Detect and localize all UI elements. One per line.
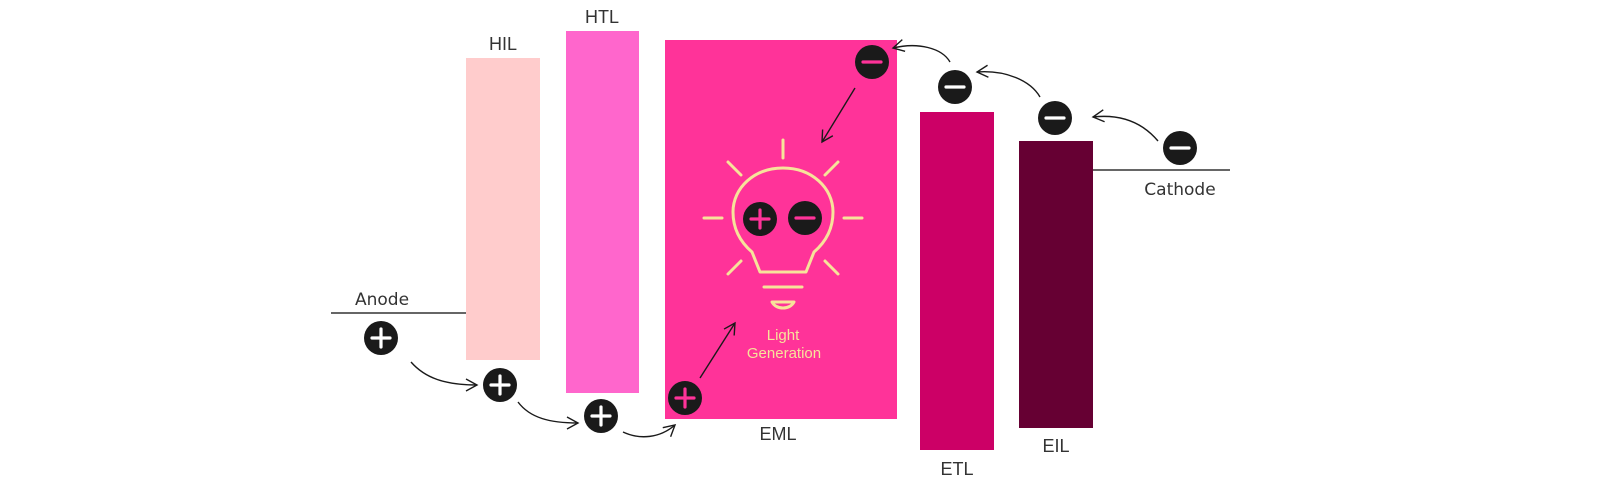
electron-arrow-2: [975, 64, 1041, 98]
light-text-line2: Generation: [747, 345, 821, 362]
htl-layer: [566, 31, 639, 393]
light-bulb-icon: [702, 138, 864, 310]
etl-layer: [920, 112, 994, 450]
hole-arrow-1: [410, 361, 479, 392]
light-text-line1: Light: [767, 327, 800, 344]
hole-arrow-3: [622, 424, 677, 438]
hil-layer: [466, 58, 540, 360]
electron-eml-icon: [855, 45, 889, 79]
eil-label: EIL: [1042, 436, 1069, 456]
hole-anode-icon: [364, 321, 398, 355]
hole-htl-icon: [584, 399, 618, 433]
cathode-label: Cathode: [1144, 180, 1215, 200]
hole-arrow-4: [699, 321, 736, 379]
htl-label: HTL: [585, 7, 619, 27]
bulb-electron-icon: [788, 201, 822, 235]
electron-arrow-1: [1091, 109, 1159, 142]
electron-eil-icon: [1038, 101, 1072, 135]
eml-layer: [665, 40, 897, 419]
electron-arrow-4: [821, 87, 856, 144]
hil-label: HIL: [489, 34, 517, 54]
hole-arrow-2: [517, 401, 580, 430]
electron-arrow-3: [891, 39, 951, 63]
bulb-hole-icon: [743, 202, 777, 236]
anode-label: Anode: [355, 290, 409, 310]
hole-hil-icon: [483, 368, 517, 402]
etl-label: ETL: [940, 459, 973, 479]
eil-layer: [1019, 141, 1093, 428]
electron-cathode-icon: [1163, 131, 1197, 165]
hole-eml-icon: [668, 381, 702, 415]
eml-label: EML: [759, 424, 796, 444]
electron-etl-icon: [938, 70, 972, 104]
